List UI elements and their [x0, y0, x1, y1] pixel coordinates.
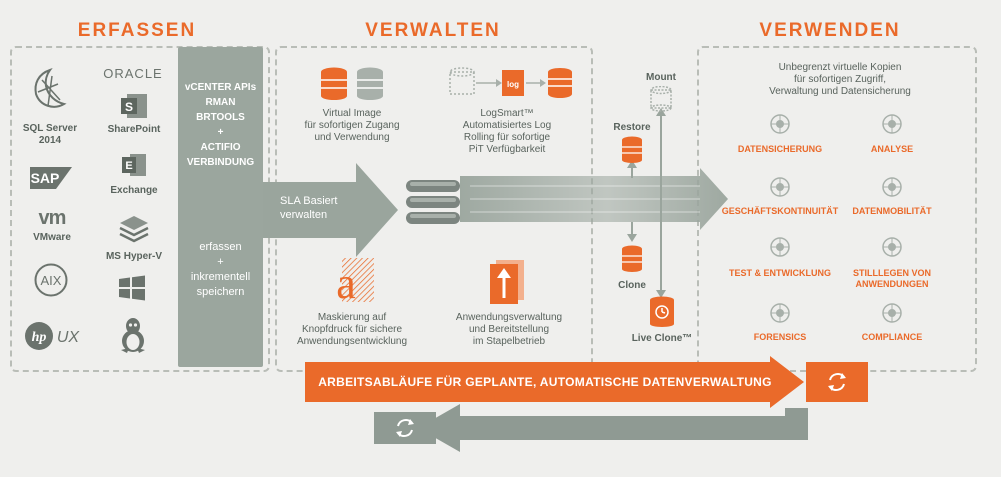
use-item-forensics: FORENSICS: [753, 332, 807, 342]
sql-server-label: SQL Server 2014: [22, 123, 78, 146]
masking-label: Maskierung auf Knopfdruck für sichere An…: [296, 312, 408, 347]
oracle-logo: ORACLE: [103, 66, 163, 81]
api-column: [178, 47, 263, 367]
workflow-banner: ARBEITSABLÄUFE FÜR GEPLANTE, AUTOMATISCH…: [318, 375, 772, 389]
sla-label: SLA Basiert verwalten: [280, 195, 338, 221]
batch-label: Anwendungsverwaltung und Bereitstellung …: [455, 312, 563, 347]
windows-logo: [118, 275, 146, 301]
svg-text:a: a: [336, 259, 356, 304]
log-label: log: [507, 80, 519, 89]
use-item-test-dev: TEST & ENTWICKLUNG: [729, 268, 831, 278]
virtual-image-icon: [318, 66, 388, 100]
restore-disk-icon: [620, 136, 644, 164]
workflow-arrow: [305, 356, 804, 408]
mount-disk-icon: [649, 86, 673, 112]
svg-text:S: S: [125, 100, 133, 114]
sharepoint-label: SharePoint: [107, 124, 161, 135]
hp-ux-logo: hp UX: [24, 320, 88, 352]
sap-logo-text: SAP: [31, 170, 60, 186]
incremental-label: erfassen + inkrementell speichern: [190, 241, 251, 298]
refresh-icon: [828, 373, 846, 391]
sap-logo: SAP: [30, 167, 72, 189]
masking-icon: a: [330, 256, 376, 304]
clone-label: Clone: [618, 280, 646, 291]
exchange-icon: E: [120, 152, 148, 178]
use-intro: Unbegrenzt virtuelle Kopien für sofortig…: [769, 62, 911, 97]
restore-label: Restore: [613, 122, 651, 133]
cycle-icon-orange-box[interactable]: [806, 362, 868, 402]
use-item-icon-1: [881, 113, 903, 135]
use-item-analytics: ANALYSE: [870, 144, 914, 154]
batch-icon: [488, 258, 528, 304]
use-item-icon-7: [881, 302, 903, 324]
clone-disk-icon: [620, 245, 644, 273]
sql-server-icon: [30, 66, 70, 114]
hyper-v-label: MS Hyper-V: [105, 251, 163, 262]
use-item-data-protection: DATENSICHERUNG: [737, 144, 823, 154]
logsmart-icon: log: [448, 66, 574, 100]
use-item-icon-6: [769, 302, 791, 324]
heading-manage: VERWALTEN: [365, 20, 501, 41]
live-clone-label: Live Clone™: [631, 333, 693, 344]
svg-text:hp: hp: [32, 330, 47, 345]
hyper-v-icon: [118, 214, 150, 244]
disk-stack-icon: [404, 176, 462, 228]
sharepoint-icon: S: [119, 92, 149, 120]
return-arrow: [418, 404, 808, 452]
use-item-icon-2: [769, 176, 791, 198]
aix-logo: AIX: [34, 263, 68, 297]
heading-capture: ERFASSEN: [77, 20, 197, 41]
use-item-data-mobility: DATENMOBILITÄT: [852, 206, 932, 216]
use-item-icon-4: [769, 236, 791, 258]
use-item-icon-0: [769, 113, 791, 135]
linux-tux-icon: [118, 316, 148, 354]
use-item-business-continuity: GESCHÄFTSKONTINUITÄT: [721, 206, 839, 216]
virtual-image-label: Virtual Image für sofortigen Zugang und …: [304, 108, 400, 143]
heading-use: VERWENDEN: [759, 20, 901, 41]
aix-logo-text: AIX: [41, 273, 62, 288]
exchange-label: Exchange: [110, 185, 158, 196]
refresh-icon-gray: [396, 419, 414, 437]
api-list: vCENTER APIs RMAN BRTOOLS + ACTIFIO VERB…: [184, 82, 257, 168]
use-item-icon-3: [881, 176, 903, 198]
vmware-label: VMware: [33, 232, 71, 243]
live-clone-disk-icon: [648, 296, 676, 328]
vmware-logo: vm: [38, 207, 67, 229]
cycle-icon-gray-box[interactable]: [374, 412, 436, 444]
sla-arrow: [263, 163, 398, 257]
logsmart-label: LogSmart™ Automatisiertes Log Rolling fü…: [462, 108, 552, 155]
use-item-icon-5: [881, 236, 903, 258]
use-item-app-retirement: STILLLEGEN VON ANWENDUNGEN: [852, 268, 931, 289]
mount-label: Mount: [646, 72, 676, 83]
hp-ux-text: UX: [57, 329, 81, 346]
svg-text:E: E: [125, 160, 132, 172]
use-item-compliance: COMPLIANCE: [861, 332, 923, 342]
